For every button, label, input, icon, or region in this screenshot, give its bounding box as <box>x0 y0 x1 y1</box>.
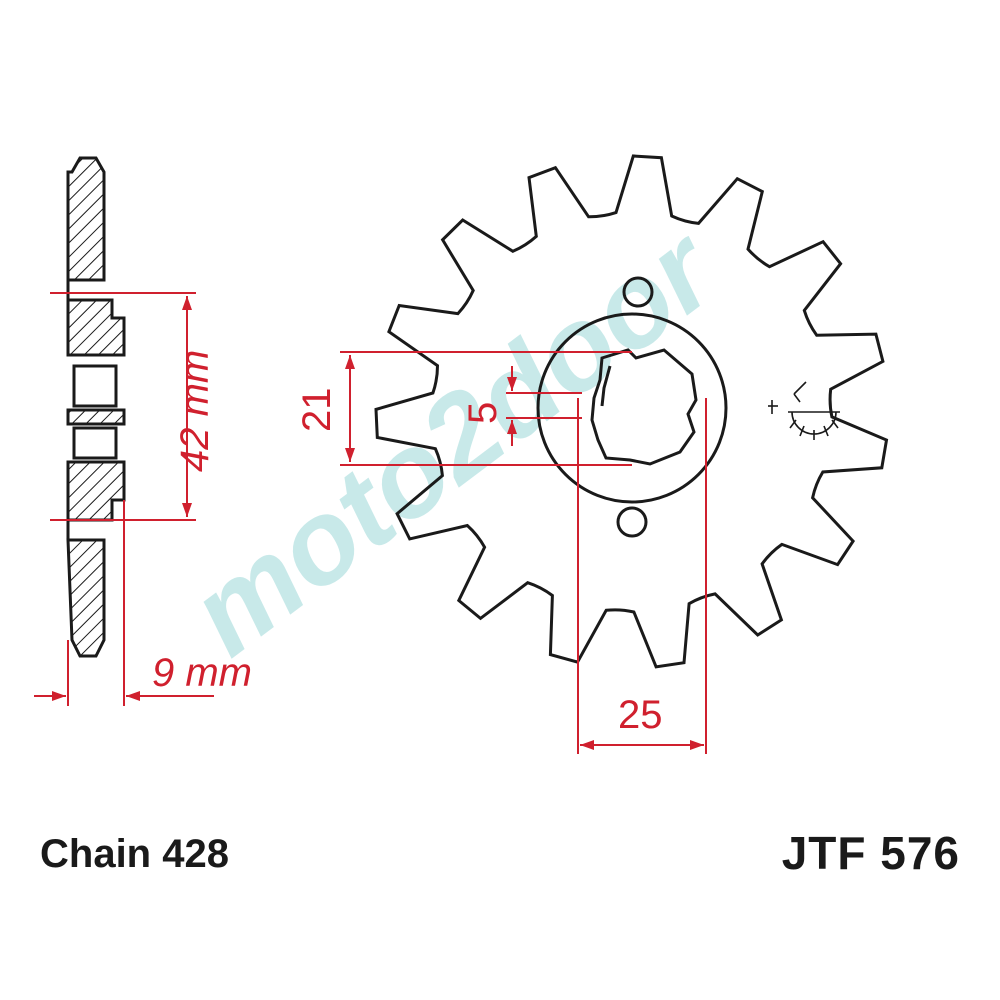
profile-upper-tooth <box>66 156 106 282</box>
bolt-hole-bottom <box>616 506 648 538</box>
side-profile <box>66 156 126 658</box>
dimension-9mm-label: 9 mm <box>152 651 252 695</box>
part-number-caption: JTF 576 <box>781 827 960 879</box>
dimension-25-label: 25 <box>618 693 663 737</box>
dimension-21-label: 21 <box>295 388 339 433</box>
dimension-42mm-label: 42 mm <box>173 350 217 472</box>
dimension-5-label: 5 <box>461 402 505 424</box>
profile-spline-upper <box>72 364 118 408</box>
profile-hub-lower <box>66 460 126 522</box>
dimension-spline-width <box>506 366 582 446</box>
chain-caption: Chain 428 <box>40 832 229 876</box>
profile-lower-tooth <box>66 538 106 658</box>
dimension-inner-diameter <box>340 351 632 466</box>
profile-spline-lower <box>72 426 118 460</box>
sprocket-outline <box>374 154 889 669</box>
dimension-thickness <box>34 500 214 706</box>
dimension-hub-bore <box>577 398 707 754</box>
watermark-text: moto2door <box>166 201 742 681</box>
sprocket-front <box>374 154 889 669</box>
watermark: moto2door <box>166 201 742 681</box>
spline-inner-notch <box>600 365 612 407</box>
profile-hub-upper <box>66 298 126 357</box>
hub-circle <box>536 312 728 504</box>
profile-hub-middle <box>66 408 126 426</box>
sun-mark-icon <box>768 381 840 440</box>
spline-bore <box>590 348 698 466</box>
bolt-hole-top <box>622 276 654 308</box>
